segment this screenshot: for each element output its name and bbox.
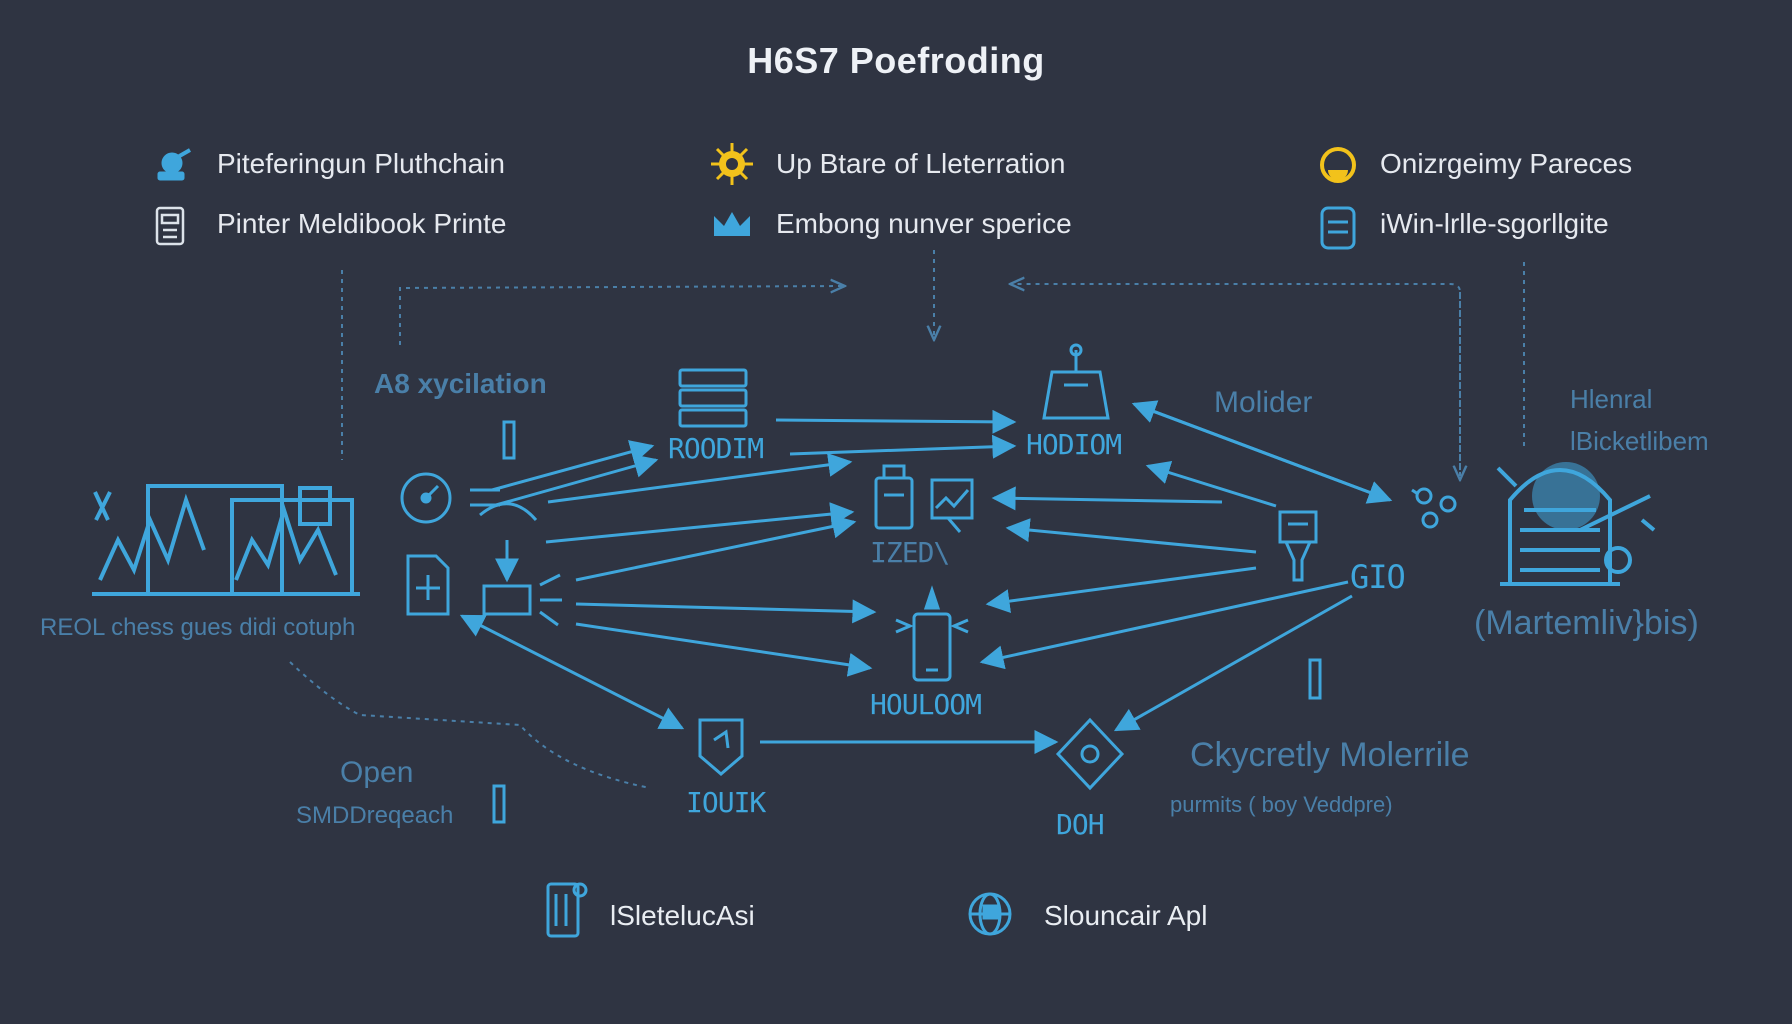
diagram-title: H6S7 Poefroding — [747, 40, 1045, 81]
legend-label-6: iWin-lrlle-sgorllgite — [1380, 208, 1609, 239]
arrow-18 — [1113, 594, 1353, 732]
gauge-icon — [400, 472, 452, 524]
footer-label-2: Slouncair Apl — [1044, 900, 1208, 931]
arrow-12 — [985, 566, 1257, 614]
funnel-icon — [1278, 510, 1318, 582]
arrow-14b — [1131, 400, 1391, 502]
chart-cluster-label: REOL chess gues didi cotuph — [40, 614, 356, 641]
yellow-circle-icon — [1320, 147, 1356, 183]
arrow-6 — [575, 599, 877, 624]
calculator-icon — [155, 206, 185, 246]
dotted-arrow-top-left — [399, 286, 845, 345]
tray-download-icon — [470, 488, 562, 627]
legend-label-4: Pinter Meldibook Printe — [217, 208, 507, 239]
bicketlibem-label: lBicketlibem — [1570, 426, 1709, 456]
server-case-icon — [1320, 206, 1356, 250]
arrow-7 — [575, 622, 873, 677]
arrow-2 — [495, 454, 659, 507]
fuel-pump-icon — [874, 464, 914, 530]
smdd-label: SMDDreqeach — [296, 802, 454, 829]
arrow-9 — [789, 434, 1017, 459]
machine-fill-shape — [1532, 462, 1600, 530]
small-bar-icon-1 — [1308, 658, 1322, 700]
arrow-11 — [1005, 518, 1257, 554]
arrow-4 — [545, 502, 855, 544]
phone-tower-icon — [546, 882, 588, 938]
crown-icon — [714, 212, 750, 236]
network-node-icon — [1411, 487, 1457, 529]
document-plus-icon — [406, 554, 450, 616]
a8-label: A8 xycilation — [374, 368, 547, 399]
arrow-8 — [775, 409, 1017, 434]
legend-label-5: Embong nunver sperice — [776, 208, 1072, 239]
shield-node-icon — [698, 718, 744, 776]
roodim-label: ROODIM — [668, 432, 764, 465]
tower-icon — [1042, 343, 1110, 420]
open-label: Open — [340, 756, 414, 789]
dotted-arrow-top-right — [1010, 284, 1461, 470]
arrow-10 — [991, 486, 1223, 511]
bar-indicator-icon — [502, 420, 516, 460]
hodiom-label: HODIOM — [1026, 428, 1122, 461]
houloom-label: HOULOOM — [870, 688, 982, 721]
hlenral-label: Hlenral — [1570, 384, 1653, 414]
iouik-label: IOUIK — [686, 786, 766, 819]
phone-icon — [895, 585, 969, 682]
ckycretly-label: Ckycretly Molerrile — [1190, 736, 1470, 774]
gio-label: GIO — [1350, 558, 1406, 596]
arrow-5 — [575, 514, 857, 582]
molider-label: Molider — [1214, 386, 1313, 419]
legend-label-3: Onizrgeimy Pareces — [1380, 148, 1633, 179]
footer-label-1: lSletelucAsi — [610, 900, 755, 931]
chart-cluster-icon — [92, 484, 360, 596]
server-stack-icon — [678, 368, 748, 428]
legend-label-2: Up Btare of Lleterration — [776, 148, 1066, 179]
chart-board-icon — [930, 478, 974, 533]
dotted-curve-bottom-left — [289, 661, 651, 789]
arrow-1 — [491, 440, 655, 492]
pumits-label: purmits ( boy Veddpre) — [1170, 792, 1393, 817]
legend-label-1: Piteferingun Pluthchain — [217, 148, 505, 179]
globe-gear-icon — [968, 892, 1012, 936]
sun-gear-icon — [711, 143, 753, 185]
robot-arm-icon — [157, 148, 191, 181]
ized-label: IZED\ — [870, 536, 950, 569]
flow-arrows — [459, 400, 1393, 754]
doh-label: DOH — [1056, 808, 1105, 841]
diamond-node-icon — [1055, 717, 1125, 791]
arrow-13 — [979, 580, 1349, 670]
arrow-15 — [1145, 460, 1277, 508]
martemliv-label: (Martemliv}bis) — [1474, 604, 1699, 642]
arrow-3 — [547, 452, 853, 504]
arrow-16 — [459, 614, 685, 730]
small-bar-icon-2 — [492, 784, 506, 824]
